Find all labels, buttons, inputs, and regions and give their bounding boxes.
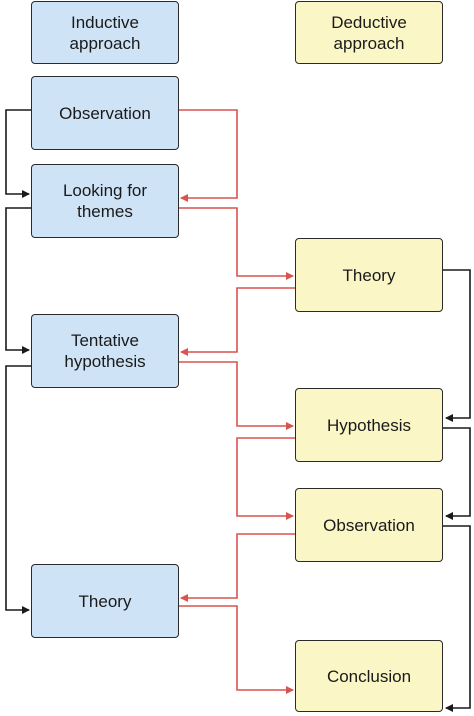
flow-arrow-themes-to-theory — [179, 207, 294, 280]
deductive-step-conclusion: Conclusion — [295, 640, 443, 712]
deductive-step-label: Conclusion — [326, 666, 412, 686]
flow-arrow-observation-to-themes — [179, 109, 238, 202]
flow-arrow-tentative-to-hypothesis — [179, 361, 294, 430]
deductive-step-theory: Theory — [295, 238, 443, 312]
inductive-step-label: Looking for themes — [62, 181, 148, 221]
ded-seq-arrow-2 — [443, 427, 471, 520]
inductive-step-label: Theory — [78, 591, 132, 611]
inductive-step-label: Tentative hypothesis — [64, 331, 146, 371]
deductive-step-observation: Observation — [295, 488, 443, 562]
inductive-step-tentative-hypothesis: Tentative hypothesis — [31, 314, 179, 388]
inductive-step-observation: Observation — [31, 76, 179, 150]
inductive-step-theory: Theory — [31, 564, 179, 638]
ind-seq-arrow-1 — [5, 109, 31, 198]
ded-seq-arrow-1 — [443, 269, 471, 422]
deductive-step-label: Observation — [323, 515, 415, 535]
legend-inductive-label: Inductive approach — [69, 12, 141, 53]
legend-inductive: Inductive approach — [31, 1, 179, 64]
deductive-step-label: Hypothesis — [326, 415, 412, 435]
ind-seq-arrow-3 — [5, 365, 31, 614]
flow-arrow-theory-to-tentative — [180, 287, 295, 356]
flow-arrow-hypothesis-to-observation — [236, 437, 295, 520]
deductive-step-label: Theory — [342, 265, 396, 285]
legend-deductive: Deductive approach — [295, 1, 443, 64]
ind-seq-arrow-2 — [5, 207, 31, 354]
deductive-step-hypothesis: Hypothesis — [295, 388, 443, 462]
legend-deductive-label: Deductive approach — [331, 12, 407, 53]
inductive-step-looking-for-themes: Looking for themes — [31, 164, 179, 238]
flow-arrow-observation-to-theory — [180, 533, 295, 602]
ded-seq-arrow-3 — [443, 525, 471, 712]
inductive-step-label: Observation — [59, 103, 151, 123]
flow-arrow-theory-to-conclusion — [179, 605, 294, 694]
